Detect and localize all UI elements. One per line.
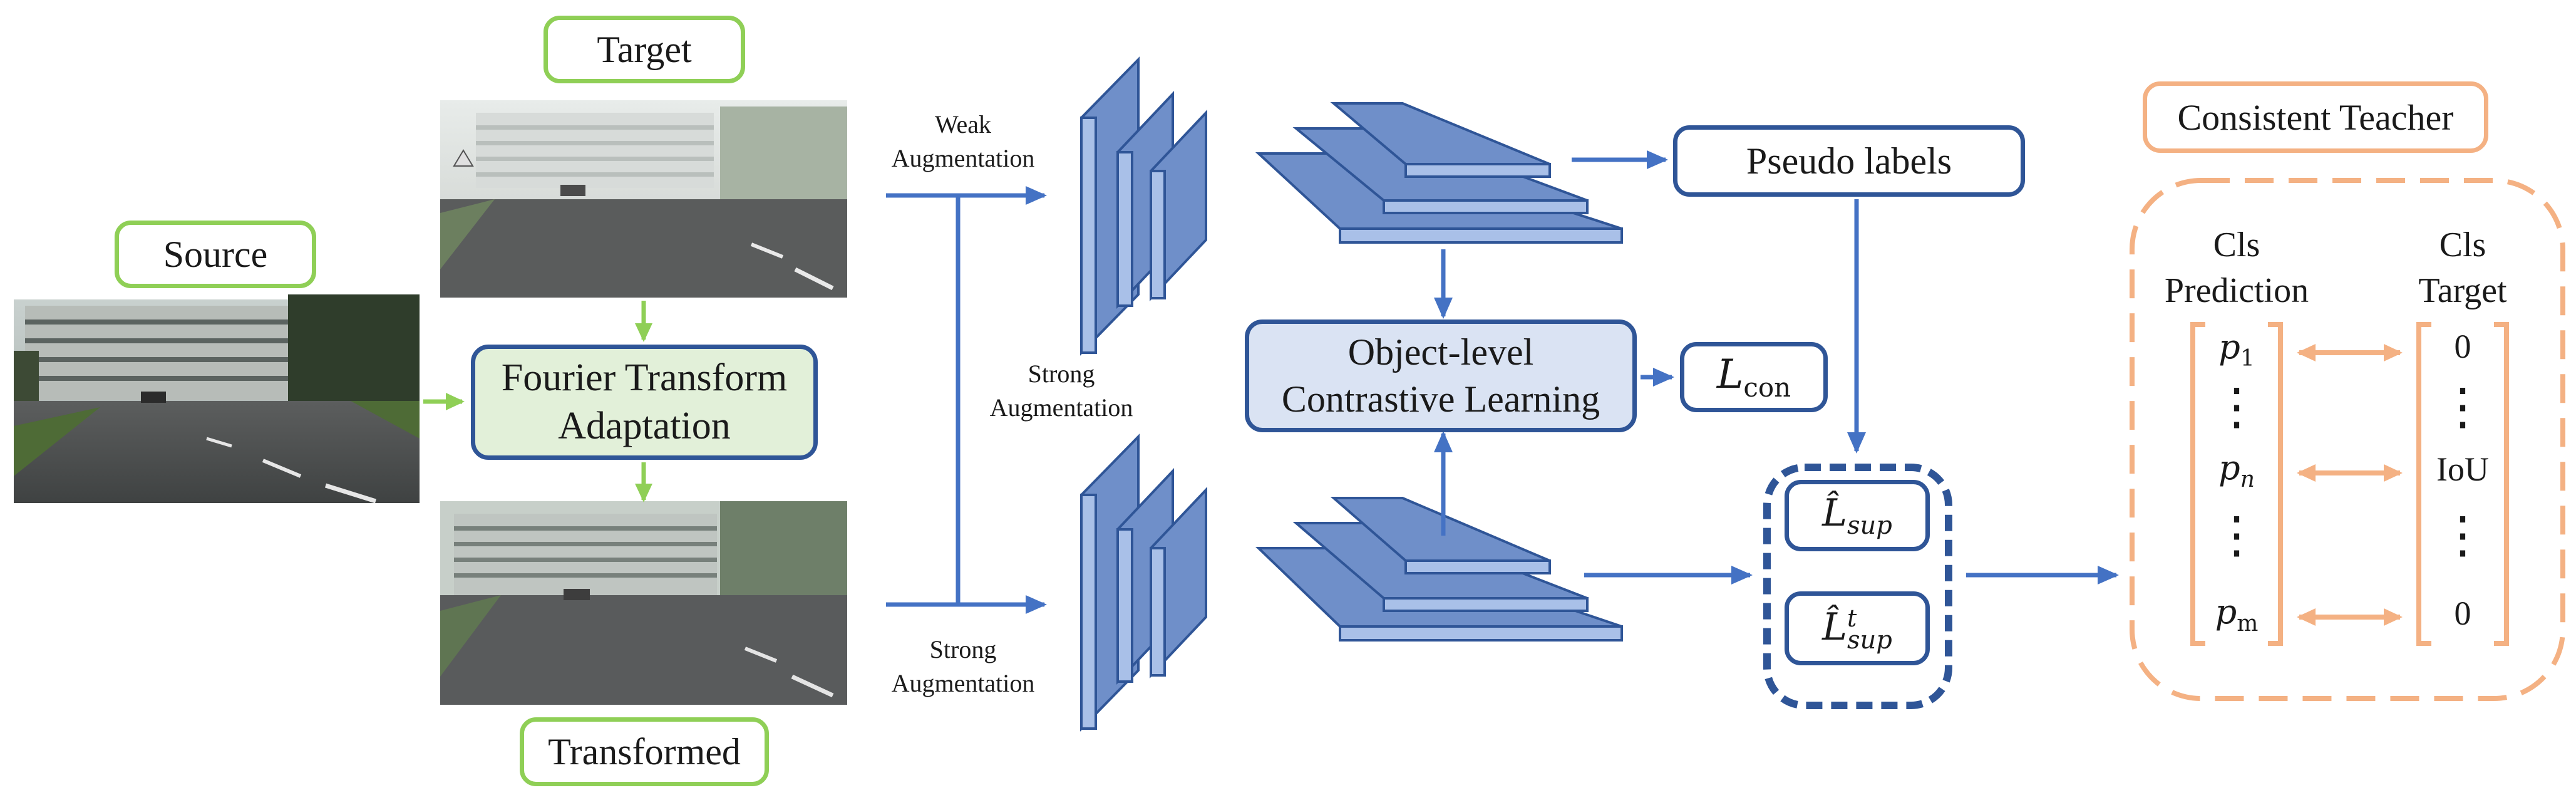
- object-level-contrastive-box: Object-level Contrastive Learning: [1245, 319, 1637, 432]
- target-value-1: 0: [2454, 328, 2471, 365]
- prediction-pn: pn: [2218, 448, 2255, 492]
- prediction-p1: p1: [2218, 327, 2255, 371]
- target-dots-2: ⋮: [2438, 508, 2488, 563]
- weak-augmentation-label: Weak Augmentation: [875, 108, 1051, 175]
- object-level-line2: Contrastive Learning: [1281, 378, 1600, 420]
- fourier-line2: Adaptation: [558, 405, 731, 447]
- feature-pyramid-top: [1255, 102, 1623, 244]
- l-sup-box: L̂sup: [1785, 480, 1930, 551]
- l-con-box: Lcon: [1680, 342, 1828, 412]
- pseudo-labels-text: Pseudo labels: [1746, 140, 1952, 182]
- transformed-label-text: Transformed: [548, 730, 741, 772]
- strong-augmentation-mid-label: Strong Augmentation: [974, 357, 1149, 425]
- strong-aug-bot-line1: Strong: [929, 635, 997, 663]
- strong-aug-mid-line2: Augmentation: [989, 393, 1133, 422]
- fourier-line1: Fourier Transform: [501, 356, 788, 399]
- strong-aug-bot-line2: Augmentation: [891, 669, 1035, 697]
- l-con-symbol: Lcon: [1716, 351, 1791, 403]
- cls-prediction-header: Cls Prediction: [2154, 222, 2319, 314]
- weak-aug-line1: Weak: [934, 110, 992, 138]
- backbone-bottom: [1080, 434, 1207, 732]
- target-bracket: [2416, 322, 2509, 646]
- prediction-dots-1: ⋮: [2212, 380, 2262, 435]
- cls-target-line1: Cls: [2439, 226, 2486, 264]
- strong-augmentation-bottom-label: Strong Augmentation: [875, 633, 1051, 700]
- target-value-m: 0: [2454, 595, 2471, 632]
- consistent-teacher-title: Consistent Teacher: [2143, 81, 2488, 153]
- transformed-image: [440, 501, 847, 705]
- target-value-n: IoU: [2436, 450, 2489, 488]
- consistent-teacher-container: [2130, 178, 2565, 701]
- feature-pyramid-bottom: [1255, 497, 1623, 642]
- l-sup-symbol: L̂sup: [1822, 491, 1892, 540]
- source-label: Source: [115, 221, 316, 288]
- fourier-transform-box: Fourier Transform Adaptation: [471, 345, 818, 460]
- strong-aug-mid-line1: Strong: [1028, 360, 1095, 388]
- backbone-top: [1080, 56, 1207, 356]
- transformed-label: Transformed: [520, 717, 769, 786]
- prediction-dots-2: ⋮: [2212, 508, 2262, 563]
- cls-prediction-line2: Prediction: [2164, 271, 2309, 310]
- target-dots-1: ⋮: [2438, 380, 2488, 435]
- consistent-teacher-text: Consistent Teacher: [2177, 96, 2454, 138]
- cls-prediction-line1: Cls: [2213, 226, 2260, 264]
- object-level-line1: Object-level: [1347, 331, 1534, 373]
- target-image: [440, 100, 847, 298]
- source-image: [14, 294, 420, 504]
- cls-target-header: Cls Target: [2381, 222, 2544, 314]
- source-label-text: Source: [163, 233, 268, 275]
- prediction-bracket: [2190, 322, 2283, 646]
- cls-target-line2: Target: [2418, 271, 2507, 310]
- prediction-pm: pm: [2215, 592, 2259, 636]
- target-label: Target: [544, 16, 745, 83]
- target-label-text: Target: [597, 28, 692, 70]
- weak-aug-line2: Augmentation: [891, 144, 1035, 172]
- pseudo-labels-box: Pseudo labels: [1673, 125, 2025, 197]
